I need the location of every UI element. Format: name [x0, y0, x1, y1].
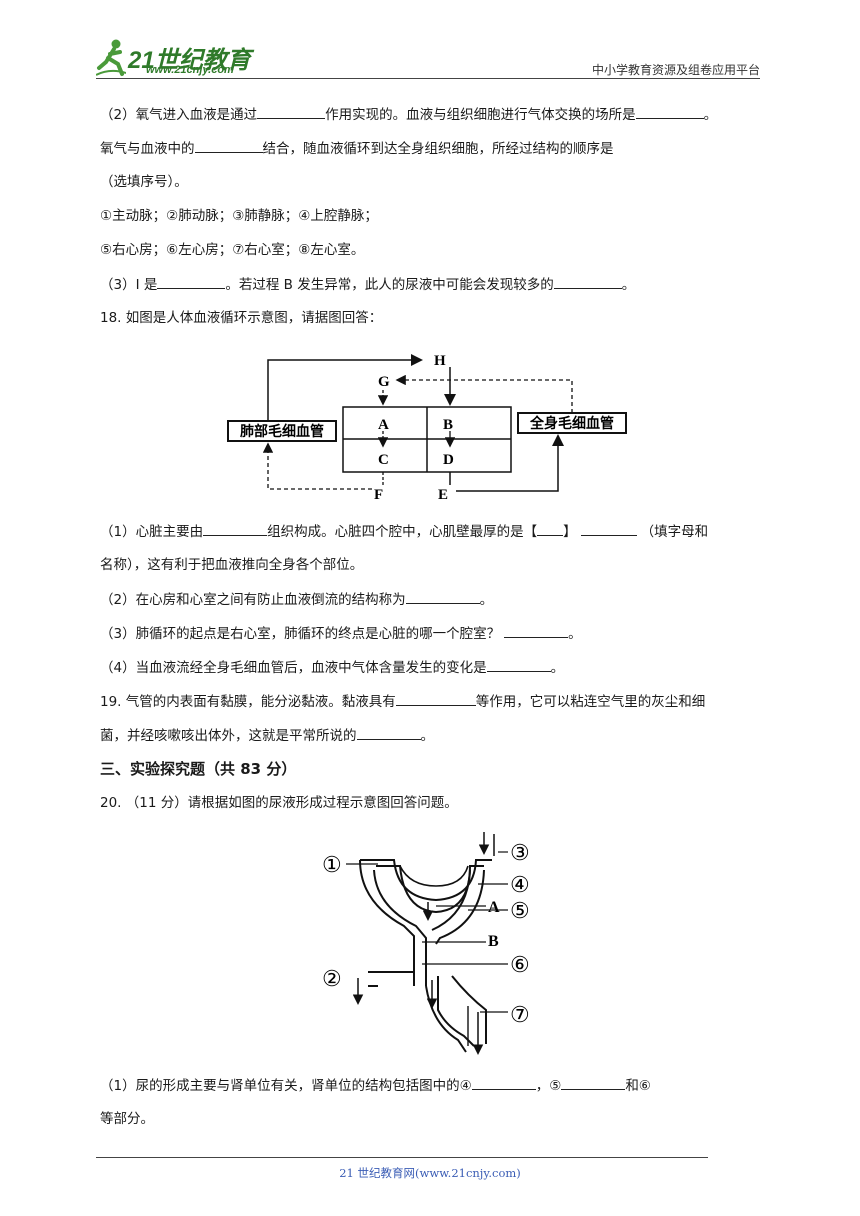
- label-C: C: [378, 452, 389, 468]
- q19-line1: 19. 气管的内表面有黏膜，能分泌黏液。黏液具有等作用，它可以粘连空气里的灰尘和…: [100, 691, 705, 712]
- label-3: ③: [510, 840, 530, 865]
- logo-text: 21世纪教育: [128, 47, 251, 74]
- q18-1-line1: （1）心脏主要由组织构成。心脏四个腔中，心肌壁最厚的是【】（填字母和: [100, 521, 708, 542]
- answer-blank[interactable]: [553, 274, 622, 289]
- renal-tubule: [359, 859, 427, 986]
- label-6: ⑥: [510, 952, 530, 977]
- renal-capsule-outer: [360, 859, 492, 902]
- platform-title: 中小学教育资源及组卷应用平台: [591, 63, 760, 77]
- runner-logo-icon: [96, 39, 126, 76]
- label-2: ②: [322, 966, 342, 991]
- label-F: F: [374, 487, 383, 503]
- q20-stem: 20. （11 分）请根据如图的尿液形成过程示意图回答问题。: [100, 795, 458, 811]
- label-A: A: [378, 417, 389, 433]
- label-4: ④: [510, 872, 530, 897]
- answer-blank[interactable]: [635, 104, 704, 119]
- answer-blank[interactable]: [257, 104, 326, 119]
- q19-line2: 菌，并经咳嗽咳出体外，这就是平常所说的。: [100, 725, 434, 746]
- q17-3-line: （3）I 是。若过程 B 发生异常，此人的尿液中可能会发现较多的。: [100, 274, 635, 295]
- q18-stem: 18. 如图是人体血液循环示意图，请据图回答：: [100, 310, 383, 326]
- label-D: D: [443, 452, 454, 468]
- label-A: A: [488, 899, 500, 916]
- answer-blank[interactable]: [194, 138, 263, 153]
- answer-blank[interactable]: [504, 623, 569, 638]
- urine-formation-diagram: ① ② ③ ④ ⑤ ⑥ ⑦ A B: [322, 832, 530, 1055]
- answer-blank[interactable]: [203, 521, 268, 536]
- label-E: E: [438, 487, 448, 503]
- q17-2-options2: ⑤右心房；⑥左心房；⑦右心室；⑧左心室。: [100, 242, 365, 258]
- q17-2-line2: 氧气与血液中的结合，随血液循环到达全身组织细胞，所经过结构的顺序是: [100, 138, 614, 159]
- q18-4-line: （4）当血液流经全身毛细血管后，血液中气体含量发生的变化是。: [100, 657, 564, 678]
- label-1: ①: [322, 852, 342, 877]
- label-B: B: [443, 417, 453, 433]
- section-title: 三、实验探究题（共 83 分）: [100, 760, 297, 778]
- label-G: G: [378, 374, 390, 390]
- pulmonary-vein-arrow: [267, 354, 423, 421]
- lung-capillaries-box: [227, 420, 337, 442]
- body-capillaries-label: 全身毛细血管: [529, 415, 614, 432]
- q17-2-line3: （选填序号）。: [100, 174, 188, 190]
- logo-url: www.21cnjy.com: [146, 64, 234, 76]
- q17-2-options1: ①主动脉；②肺动脉；③肺静脉；④上腔静脉；: [100, 208, 378, 224]
- pulmonary-artery-arrow: [262, 442, 372, 490]
- footer-divider: [96, 1157, 708, 1158]
- q18-2-line: （2）在心房和心室之间有防止血液倒流的结构称为。: [100, 589, 493, 610]
- label-H: H: [434, 353, 446, 369]
- q17-2-line1: （2）氧气进入血液是通过作用实现的。血液与组织细胞进行气体交换的场所是。: [100, 104, 717, 125]
- answer-blank[interactable]: [486, 657, 551, 672]
- answer-blank[interactable]: [537, 521, 564, 536]
- aorta-arrow: [456, 434, 564, 492]
- lung-capillaries-label: 肺部毛细血管: [240, 423, 324, 440]
- answer-blank[interactable]: [580, 521, 637, 536]
- answer-blank[interactable]: [405, 589, 480, 604]
- footer-link[interactable]: 21 世纪教育网(www.21cnjy.com): [339, 1166, 521, 1180]
- answer-blank[interactable]: [561, 1075, 626, 1090]
- vena-cava-arrow: [395, 374, 573, 413]
- glomerulus: [399, 865, 469, 887]
- q18-1-line2: 名称），这有利于把血液推向全身各个部位。: [100, 557, 364, 573]
- answer-blank[interactable]: [395, 691, 476, 706]
- answer-blank[interactable]: [471, 1075, 536, 1090]
- label-7: ⑦: [510, 1002, 530, 1027]
- q20-1-line2: 等部分。: [100, 1111, 154, 1127]
- label-5: ⑤: [510, 898, 530, 923]
- answer-blank[interactable]: [157, 274, 226, 289]
- label-B: B: [488, 933, 499, 950]
- blood-circulation-diagram: 肺部毛细血管 全身毛细血管 H G A B C D F E: [227, 353, 627, 503]
- header-divider: [96, 78, 760, 79]
- q18-3-line: （3）肺循环的起点是右心室，肺循环的终点是心脏的哪一个腔室？。: [100, 623, 582, 644]
- answer-blank[interactable]: [356, 725, 421, 740]
